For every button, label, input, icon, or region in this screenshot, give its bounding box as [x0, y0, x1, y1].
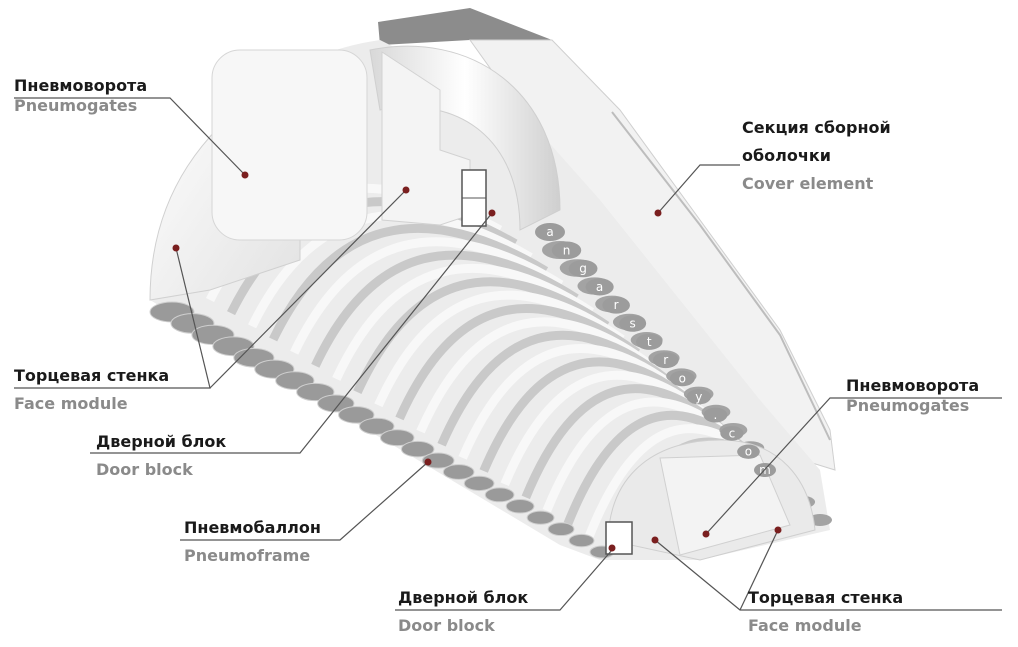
watermark-letter: g	[568, 259, 598, 278]
watermark-char: s	[630, 317, 636, 331]
tube-end	[400, 440, 435, 458]
watermark-letter: a	[535, 223, 565, 241]
tube-end	[484, 487, 515, 503]
cover-shell-edge	[611, 111, 831, 441]
tube-end	[463, 475, 495, 492]
dot-door-bottom	[608, 544, 616, 552]
watermark-char: t	[647, 335, 652, 349]
dot-gates-right	[702, 530, 710, 538]
rib	[416, 317, 656, 434]
rib	[311, 250, 579, 368]
label-cover: Секция сборной оболочки Cover element	[742, 118, 891, 194]
tube-end	[317, 394, 355, 413]
watermark-letter: o	[737, 444, 760, 459]
label-face-right-ru: Торцевая стенка	[748, 588, 904, 607]
roof-shadow-strip	[378, 8, 612, 120]
watermark-letter: r	[652, 352, 679, 369]
rib	[353, 277, 610, 394]
watermark-letter: y	[686, 389, 712, 405]
far-gate-panel	[659, 454, 791, 556]
dot-face-left-2	[402, 186, 410, 194]
watermark-char: r	[614, 298, 619, 312]
tube-end	[338, 406, 375, 424]
label-gates-left-en: Pneumogates	[14, 96, 138, 115]
pneumogate-panel-left	[211, 49, 368, 241]
leader-lines	[14, 97, 1002, 611]
watermark-char: .	[713, 408, 717, 422]
dot-gates-left	[241, 171, 249, 179]
watermark-char: a	[546, 225, 553, 239]
label-gates-left: Пневмоворота Pneumogates	[14, 76, 147, 116]
watermark-char: y	[695, 390, 702, 404]
label-face-left-ru: Торцевая стенка	[14, 366, 170, 385]
label-cover-en: Cover element	[742, 174, 874, 193]
dot-cover	[654, 209, 662, 217]
leader-gates-left	[14, 97, 246, 176]
label-frame: Пневмобаллон Pneumoframe	[184, 518, 321, 566]
tube-end	[505, 499, 535, 514]
watermark-letter: a	[585, 278, 614, 296]
watermark-letter: .	[703, 407, 728, 423]
marker-dots	[172, 171, 782, 552]
dot-face-right	[651, 536, 659, 544]
leader-face-right-2	[739, 529, 779, 611]
watermark-char: g	[579, 262, 587, 276]
tube-end	[568, 533, 595, 548]
dot-face-left	[172, 244, 180, 252]
rib	[269, 223, 549, 342]
label-gates-left-ru: Пневмоворота	[14, 76, 148, 95]
label-face-right-en: Face module	[748, 616, 862, 635]
label-gates-right-ru: Пневмоворота	[846, 376, 980, 395]
tube-end	[547, 522, 575, 537]
leader-face-left-2	[209, 189, 407, 389]
label-gates-right-en: Pneumogates	[846, 396, 970, 415]
leader-door-bottom	[395, 549, 613, 611]
watermark-char: c	[729, 426, 736, 440]
watermark-char: o	[679, 371, 686, 385]
watermark-letter: r	[602, 296, 630, 314]
label-cover-ru2: оболочки	[742, 146, 831, 165]
tube-end	[359, 417, 395, 435]
leader-gates-right	[705, 397, 1002, 535]
rib	[374, 290, 625, 408]
label-door-left: Дверной блок Door block	[96, 432, 226, 480]
watermark-letter: s	[619, 315, 647, 332]
watermark-char: n	[563, 243, 571, 257]
rib	[290, 237, 564, 355]
tube-end	[379, 429, 415, 447]
watermark-char: o	[745, 445, 752, 459]
label-door-bottom-ru: Дверной блок	[398, 588, 529, 607]
tube-end	[442, 464, 475, 480]
watermark-letter: n	[551, 241, 582, 260]
watermark-letter: o	[669, 370, 695, 387]
label-door-left-ru: Дверной блок	[96, 432, 227, 451]
label-frame-en: Pneumoframe	[184, 546, 311, 565]
leader-door-left	[90, 212, 493, 454]
watermark-letter: c	[720, 426, 744, 441]
label-gates-right: Пневмоворота Pneumogates	[846, 376, 979, 416]
dot-frame	[424, 458, 432, 466]
label-frame-ru: Пневмобаллон	[184, 518, 321, 537]
tube-end	[526, 510, 555, 525]
dot-door-left	[488, 209, 496, 217]
leader-frame	[180, 461, 429, 541]
rib	[332, 264, 595, 381]
label-door-left-en: Door block	[96, 460, 193, 479]
label-door-bottom-en: Door block	[398, 616, 495, 635]
watermark-char: r	[663, 353, 668, 367]
rib	[395, 304, 641, 421]
label-face-right: Торцевая стенка Face module	[748, 588, 903, 636]
label-cover-ru1: Секция сборной	[742, 118, 891, 137]
watermark-char: a	[596, 280, 603, 294]
leader-cover	[657, 164, 740, 214]
dot-face-right-2	[774, 526, 782, 534]
label-face-left: Торцевая стенка Face module	[14, 366, 169, 414]
watermark-letter: t	[636, 333, 663, 350]
label-door-bottom: Дверной блок Door block	[398, 588, 528, 636]
label-face-left-en: Face module	[14, 394, 128, 413]
